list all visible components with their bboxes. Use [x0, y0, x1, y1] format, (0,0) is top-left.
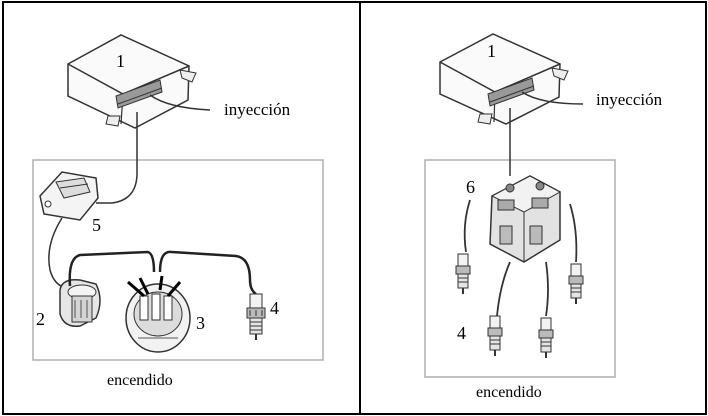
- right-caption: encendido: [476, 384, 542, 401]
- right-spark-plug-2: [487, 315, 503, 356]
- left-coil-number: 2: [36, 309, 45, 329]
- left-ecu-module-wire: [96, 112, 138, 204]
- left-spark-plug-number: 4: [270, 298, 279, 318]
- left-ecu-number: 1: [116, 51, 125, 71]
- right-ht-lead-4: [569, 203, 578, 263]
- left-injection-wire: [149, 94, 211, 111]
- left-caption: encendido: [107, 372, 173, 389]
- left-ht-lead-1: [68, 250, 156, 287]
- left-ignition-module: [39, 171, 99, 221]
- right-ht-lead-3: [545, 261, 549, 317]
- right-ecu-number: 1: [487, 41, 496, 61]
- left-ignition-coil: [59, 278, 101, 327]
- right-ignition-box: [424, 159, 616, 378]
- right-ecu-unit: [439, 33, 569, 125]
- right-panel: [424, 33, 616, 378]
- left-spark-plug: [246, 293, 266, 340]
- left-ht-lead-2: [158, 250, 257, 296]
- right-spark-plug-1: [455, 253, 471, 294]
- right-spark-plug-number: 4: [457, 323, 466, 343]
- left-module-coil-wire: [48, 217, 67, 289]
- left-ecu-unit: [67, 34, 197, 129]
- right-injection-label: inyección: [596, 90, 663, 109]
- right-coil-pack-number: 6: [466, 177, 475, 197]
- left-distributor: [125, 275, 191, 353]
- left-distributor-number: 3: [196, 313, 205, 333]
- right-coil-pack: [489, 175, 562, 263]
- right-injection-wire: [521, 91, 584, 105]
- right-spark-plug-4: [568, 263, 584, 304]
- right-spark-plug-3: [538, 317, 554, 358]
- right-ht-lead-2: [496, 261, 511, 317]
- left-ignition-box: [32, 159, 324, 361]
- left-injection-label: inyección: [224, 100, 291, 119]
- left-panel: [32, 34, 324, 361]
- left-module-number: 5: [92, 215, 101, 235]
- right-ht-lead-1: [463, 199, 471, 253]
